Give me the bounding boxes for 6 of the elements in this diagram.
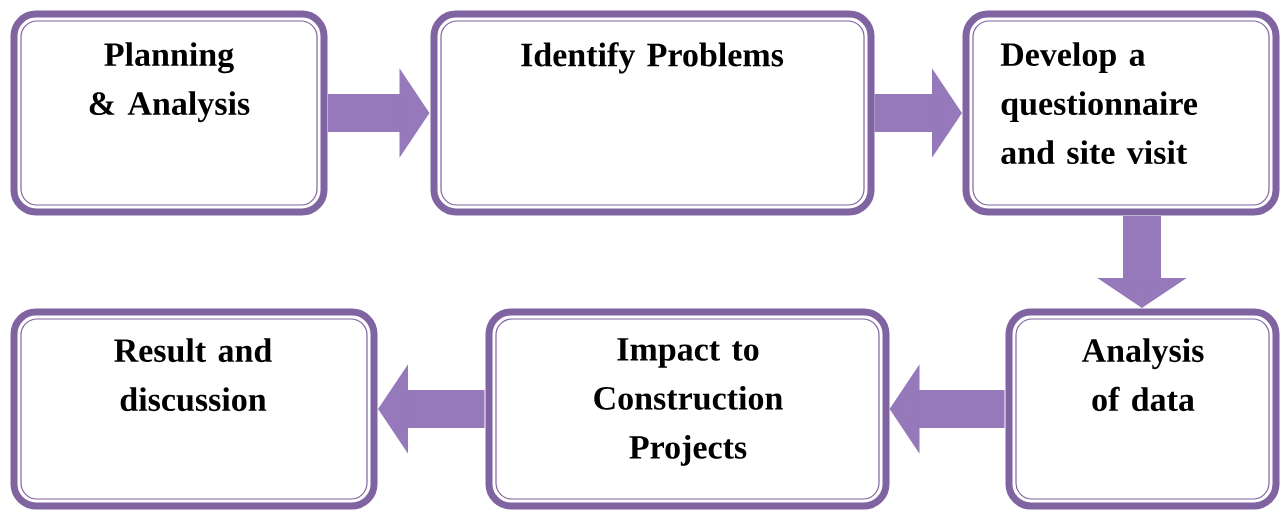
process-box: Planning & Analysis xyxy=(10,10,328,216)
process-box: Result and discussion xyxy=(10,308,378,510)
process-box: Identify Problems xyxy=(430,10,875,216)
process-box: Develop a questionnaire and site visit xyxy=(962,10,1280,216)
process-box: Impact to Construction Projects xyxy=(485,308,890,510)
process-box: Analysis of data xyxy=(1005,308,1280,510)
